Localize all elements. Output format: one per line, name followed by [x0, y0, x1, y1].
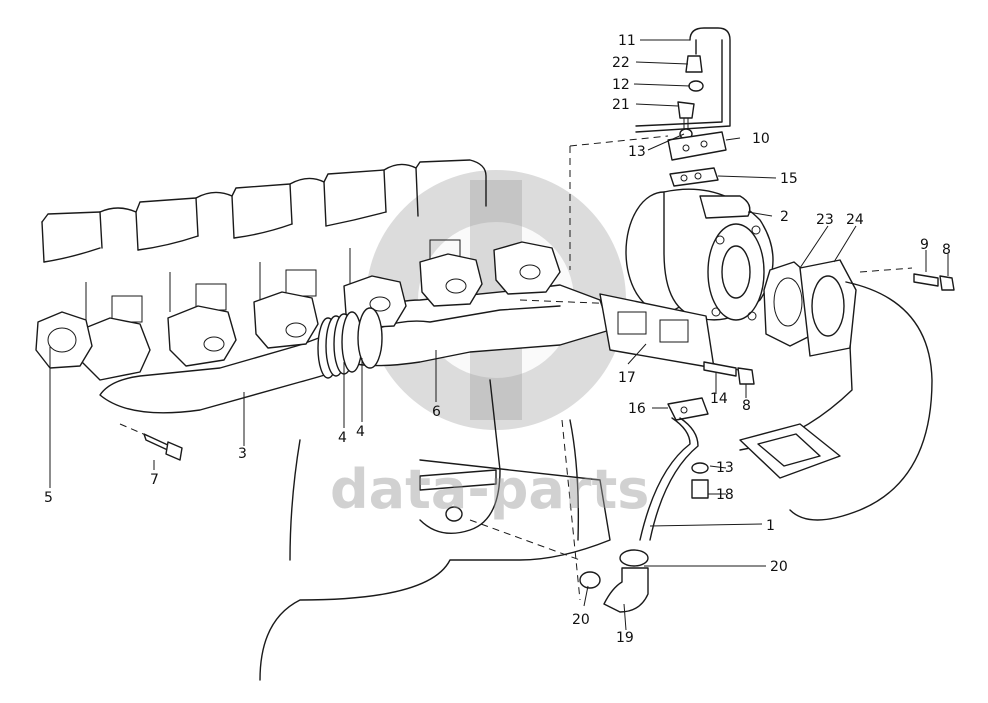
oil-inlet-gasket: [669, 167, 719, 187]
callout-15: 15: [780, 171, 798, 187]
callout-3: 3: [238, 446, 247, 462]
bolt: [143, 433, 183, 461]
stud-and-nut-middle: [703, 361, 755, 385]
callout-1: 1: [766, 518, 775, 534]
callout-6: 6: [432, 404, 441, 420]
callout-2: 2: [780, 209, 789, 225]
callout-23: 23: [816, 212, 834, 228]
callout-9: 9: [920, 237, 929, 253]
watermark-text: data-parts: [330, 458, 649, 521]
callout-21: 21: [612, 97, 630, 113]
callout-8-middle: 8: [742, 398, 751, 414]
callout-19: 19: [616, 630, 634, 646]
oil-return-gasket: [667, 397, 709, 421]
cylinder-head: [41, 159, 487, 323]
callout-17: 17: [618, 370, 636, 386]
callout-20-left: 20: [572, 612, 590, 628]
oil-return-hose: [579, 549, 649, 613]
gear-housing: [259, 379, 611, 681]
callout-11: 11: [618, 33, 636, 49]
callout-18: 18: [716, 487, 734, 503]
callout-5: 5: [44, 490, 53, 506]
oil-return-pipe: [639, 417, 709, 541]
callout-20-right: 20: [770, 559, 788, 575]
callout-13-lower: 13: [716, 460, 734, 476]
manifold-gasket: [35, 311, 93, 369]
callout-12: 12: [612, 77, 630, 93]
callout-24: 24: [846, 212, 864, 228]
callout-13-upper: 13: [628, 144, 646, 160]
callout-22: 22: [612, 55, 630, 71]
callout-4-left: 4: [338, 430, 347, 446]
callout-4-right: 4: [356, 424, 365, 440]
callout-10: 10: [752, 131, 770, 147]
exhaust-elbow: [739, 259, 933, 521]
assembly-lines: [119, 135, 913, 601]
oil-supply-pipe: [635, 27, 731, 140]
stud-and-nut-right: [913, 273, 955, 291]
leader-lines: [49, 39, 949, 631]
callout-16: 16: [628, 401, 646, 417]
outlet-gasket: [763, 261, 813, 347]
oil-inlet-flange: [667, 131, 727, 161]
callout-14: 14: [710, 391, 728, 407]
callout-7: 7: [150, 472, 159, 488]
sealing-rings: [317, 307, 383, 379]
turbocharger: [625, 188, 774, 321]
callout-labels: 11 22 12 21 10 13 15 2 23 24 9 8 17 14 8…: [44, 33, 951, 646]
callout-8-upper: 8: [942, 242, 951, 258]
